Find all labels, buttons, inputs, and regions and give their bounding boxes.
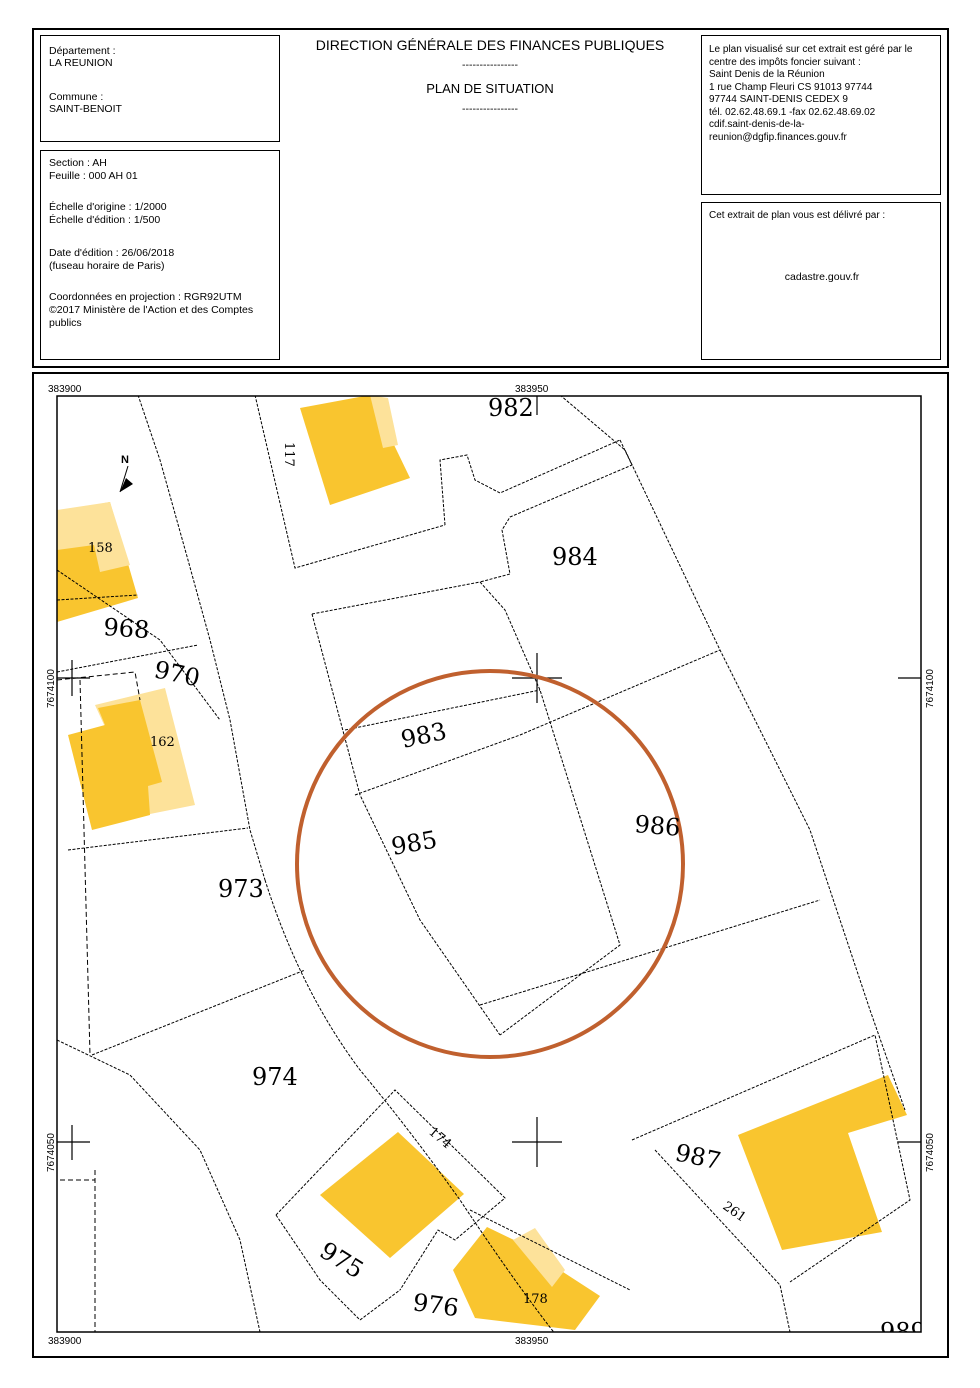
- parcel-label: 985: [389, 825, 439, 861]
- parcel-label: 973: [218, 875, 264, 903]
- parcel-label: 976: [411, 1288, 460, 1322]
- delivre-value: cadastre.gouv.fr: [784, 271, 860, 283]
- house-number: 178: [523, 1292, 548, 1307]
- coord-x-left-bottom: 383900: [48, 1336, 82, 1347]
- parcel-label: 984: [552, 543, 598, 571]
- echelle-origine-text: Échelle d'origine : 1/2000: [49, 201, 167, 213]
- house-number: 174: [425, 1125, 454, 1152]
- echelle-edition-text: Échelle d'édition : 1/500: [49, 214, 161, 226]
- section-text: Section : AH: [49, 157, 107, 169]
- house-number: 158: [88, 541, 113, 556]
- separator-top: ----------------: [462, 59, 518, 71]
- building-annex: [513, 1228, 565, 1287]
- parcel-label: 970: [152, 655, 203, 692]
- plan-title: PLAN DE SITUATION: [426, 81, 554, 96]
- coordinate-labels: 383900 383950 383900 383950 7674100 7674…: [46, 384, 936, 1347]
- separator-bottom: ----------------: [462, 103, 518, 115]
- building: [320, 1132, 464, 1258]
- map-inner-border: [56, 395, 922, 1333]
- parcel-label: 986: [633, 810, 681, 842]
- building: [300, 396, 410, 505]
- parcel-label: 968: [103, 613, 151, 644]
- house-number: 162: [150, 735, 175, 750]
- delivre-box: Cet extrait de plan vous est délivré par…: [701, 202, 941, 360]
- house-number: 261: [720, 1199, 749, 1226]
- house-numbers: 117 158 162 174 261 178: [88, 442, 749, 1307]
- building-annex: [370, 396, 398, 448]
- highlight-circle: [295, 669, 685, 1059]
- commune-label: Commune :: [49, 91, 104, 103]
- copyright-text: ©2017 Ministère de l'Action et des Compt…: [49, 304, 254, 329]
- coord-y-lower-left: 7674050: [46, 1133, 57, 1172]
- feuille-text: Feuille : 000 AH 01: [49, 170, 138, 182]
- map-frame: [32, 372, 949, 1358]
- centre-box: Le plan visualisé sur cet extrait est gé…: [701, 35, 941, 195]
- centre-text: Le plan visualisé sur cet extrait est gé…: [709, 44, 913, 143]
- grid-crosses: [57, 396, 921, 1167]
- departement-box: Département : LA REUNION Commune : SAINT…: [40, 35, 280, 142]
- map-content: N 982 984 968 970 983 985 986 973 974 98…: [57, 394, 926, 1346]
- fuseau-text: (fuseau horaire de Paris): [49, 260, 165, 272]
- coord-x-mid-top: 383950: [515, 384, 549, 395]
- building: [738, 1075, 907, 1250]
- coordonnees-text: Coordonnées en projection : RGR92UTM: [49, 291, 242, 303]
- title-area: DIRECTION GÉNÉRALE DES FINANCES PUBLIQUE…: [282, 35, 698, 360]
- departement-label: Département :: [49, 45, 116, 57]
- departement-value: LA REUNION: [49, 57, 113, 69]
- direction-title: DIRECTION GÉNÉRALE DES FINANCES PUBLIQUE…: [315, 37, 665, 53]
- building: [453, 1227, 600, 1330]
- coord-y-upper-left: 7674100: [46, 669, 57, 708]
- parcel-label: 975: [315, 1236, 369, 1284]
- parcel-label: 982: [488, 394, 534, 422]
- parcel-label: 987: [673, 1138, 724, 1175]
- coord-x-mid-bottom: 383950: [515, 1336, 549, 1347]
- coord-y-lower-right: 7674050: [925, 1133, 936, 1172]
- coord-x-left-top: 383900: [48, 384, 82, 395]
- coord-y-upper-right: 7674100: [925, 669, 936, 708]
- north-arrow-icon: N: [119, 454, 133, 493]
- parcel-label: 983: [398, 717, 449, 754]
- buildings: [57, 396, 907, 1330]
- building-annex: [57, 502, 130, 572]
- house-number: 117: [281, 442, 296, 467]
- section-box: Section : AH Feuille : 000 AH 01 Échelle…: [40, 150, 280, 360]
- commune-value: SAINT-BENOIT: [49, 103, 122, 115]
- date-edition-text: Date d'édition : 26/06/2018: [49, 247, 175, 259]
- parcel-label: 974: [252, 1063, 298, 1091]
- building: [68, 700, 162, 830]
- north-label: N: [121, 454, 129, 466]
- parcel-label: 989: [880, 1318, 926, 1346]
- parcel-boundaries: [57, 396, 911, 1332]
- delivre-label: Cet extrait de plan vous est délivré par…: [709, 210, 886, 221]
- header-frame: [32, 28, 949, 368]
